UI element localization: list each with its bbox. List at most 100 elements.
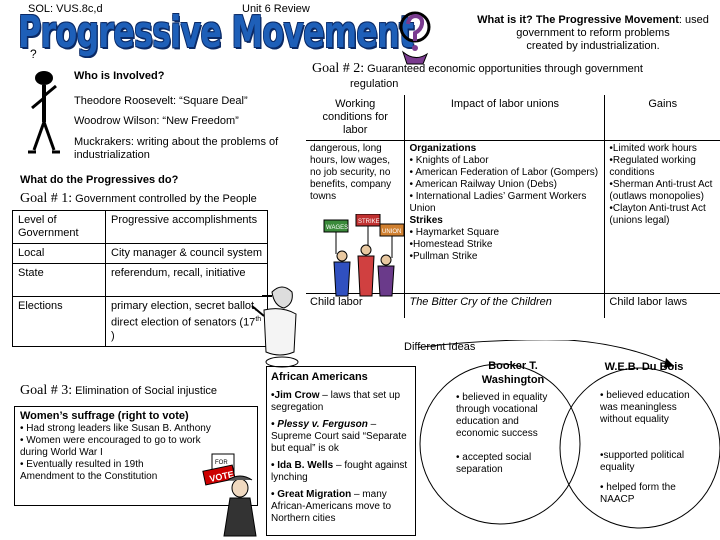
dubois-item-3: • helped form the NAACP — [600, 482, 676, 505]
washington-item-2: • accepted social separation — [456, 452, 532, 475]
african-americans-title: African Americans — [271, 371, 368, 383]
strike-sign-text: WAGES — [326, 225, 348, 231]
svg-text:FOR: FOR — [215, 460, 228, 466]
list-item: • American Railway Union (Debs) — [409, 179, 557, 190]
goal-1-text: Government controlled by the People — [72, 193, 257, 205]
muckrakers-line-2: industrialization — [74, 149, 150, 161]
strike-sign-text: STRIKE — [358, 219, 380, 225]
washington-name: Booker T. Washington — [481, 360, 545, 386]
thinking-stick-figure-icon: ? — [28, 47, 60, 154]
african-americans-box: African Americans •Jim Crow – laws that … — [266, 366, 416, 536]
what-is-it-label: What is it? The Progressive Movement — [477, 14, 679, 26]
strikes-list: • Haymarket Square •Homestead Strike •Pu… — [409, 227, 600, 263]
labor-conditions-text: dangerous, long hours, low wages, no job… — [310, 143, 392, 202]
goal-2-text-2: regulation — [350, 78, 399, 90]
muckrakers-line-1: Muckrakers: writing about the problems o… — [74, 136, 279, 148]
goal-2-line: Goal # 2: Guaranteed economic opportunit… — [312, 61, 643, 77]
goal-2-prefix: Goal # 2: — [312, 61, 365, 76]
government-table: Level of Government Progressive accompli… — [12, 210, 268, 347]
table-header-level: Level of Government — [12, 210, 106, 244]
labor-header-conditions: Working conditions for labor — [306, 95, 405, 141]
table-row: Elections primary election, secret ballo… — [12, 296, 268, 347]
strikers-illustration-icon: WAGES STRIKE UNION — [323, 214, 405, 297]
table-cell: primary election, secret ballot, direct … — [105, 296, 268, 347]
table-row: Level of Government Progressive accompli… — [12, 210, 268, 244]
list-item: • Haymarket Square — [409, 227, 500, 238]
table-row: Local City manager & council system — [12, 243, 268, 264]
what-is-it-text-1: : used government to reform problems — [516, 14, 709, 39]
different-ideas-label: Different Ideas — [404, 341, 476, 353]
suffrage-item: • Had strong leaders like Susan B. Antho… — [20, 423, 211, 434]
labor-unions-cell: Organizations • Knights of Labor • Ameri… — [404, 140, 606, 294]
goal-3-prefix: Goal # 3: — [20, 383, 73, 398]
suffragette-illustration-icon: FOR VOTE — [202, 453, 257, 537]
gains-list: •Limited work hours •Regulated working c… — [609, 143, 716, 227]
dubois-item-2: •supported political equality — [600, 450, 685, 473]
list-item: •Homestead Strike — [409, 239, 493, 250]
list-item: • Ida B. Wells – fought against lynching — [271, 460, 408, 483]
list-item: •Sherman Anti-trust Act (outlaws monopol… — [609, 179, 713, 202]
what-is-it-text-2: created by industrialization. — [526, 40, 660, 52]
organizations-title: Organizations — [409, 143, 477, 154]
page-title: Progressive Movement — [18, 7, 414, 58]
list-item: •Regulated working conditions — [609, 155, 696, 178]
elections-accomplishment: primary election, secret ballot, direct … — [111, 300, 258, 329]
list-item: • Knights of Labor — [409, 155, 489, 166]
list-item: • American Federation of Labor (Gompers) — [409, 167, 599, 178]
dubois-item-1: • believed education was meaningless wit… — [600, 390, 690, 425]
who-is-involved-label: Who is Involved? — [74, 70, 165, 82]
washington-item-1: • believed in equality through vocationa… — [456, 392, 548, 439]
venn-diagram — [418, 340, 720, 529]
goal-3-text: Elimination of Social injustice — [72, 385, 218, 397]
dubois-name: W.E.B. Du Bois — [604, 361, 684, 373]
list-item: •Pullman Strike — [409, 251, 478, 262]
list-item: •Clayton Anti-trust Act (unions legal) — [609, 203, 706, 226]
table-cell: referendum, recall, initiative — [105, 263, 268, 297]
list-item: •Jim Crow – laws that set up segregation — [271, 390, 401, 413]
sol-label: SOL: VUS.8c,d — [28, 3, 103, 15]
labor-table: Working conditions for labor Impact of l… — [306, 95, 720, 318]
labor-gains-cell: •Limited work hours •Regulated working c… — [605, 141, 720, 294]
table-row: dangerous, long hours, low wages, no job… — [306, 140, 720, 294]
question-mark-icon — [399, 11, 431, 65]
table-header-accomplishments: Progressive accomplishments — [105, 210, 268, 244]
suffrage-item: during World War I — [20, 447, 103, 458]
goal-2-text: Guaranteed economic opportunities throug… — [364, 63, 643, 75]
table-cell: Elections — [12, 296, 106, 347]
table-row: Child labor The Bitter Cry of the Childr… — [306, 293, 720, 318]
venn-arc-arrow — [418, 340, 675, 367]
svg-text:?: ? — [30, 47, 37, 61]
arrow-head-icon — [664, 358, 674, 368]
strike-sign-text: UNION — [382, 229, 401, 235]
womens-suffrage-box: Women’s suffrage (right to vote) • Had s… — [14, 406, 258, 506]
speaker-illustration-icon — [251, 286, 299, 368]
suffrage-item: • Eventually resulted in 19th — [20, 459, 144, 470]
person-wilson: Woodrow Wilson: “New Freedom” — [74, 115, 239, 127]
labor-header-gains: Gains — [604, 95, 720, 141]
what-do-progressives-do-label: What do the Progressives do? — [20, 174, 179, 186]
strikes-title: Strikes — [409, 215, 443, 226]
list-item: • Great Migration – many African-America… — [271, 489, 392, 524]
elections-close: ) — [111, 329, 115, 342]
person-roosevelt: Theodore Roosevelt: “Square Deal” — [74, 95, 248, 107]
list-item: • International Ladies’ Garment Workers … — [409, 191, 587, 214]
labor-header-unions: Impact of labor unions — [404, 95, 606, 141]
unit-label: Unit 6 Review — [242, 3, 310, 15]
superscript-th: th — [255, 316, 262, 323]
goal-3-line: Goal # 3: Elimination of Social injustic… — [20, 383, 217, 399]
child-labor-cell: Child labor — [306, 293, 405, 318]
list-item: •Limited work hours — [609, 143, 697, 154]
table-row: Working conditions for labor Impact of l… — [306, 95, 720, 141]
what-is-it-block: What is it? The Progressive Movement: us… — [470, 14, 716, 53]
organizations-list: • Knights of Labor • American Federation… — [409, 155, 600, 215]
list-item: • Plessy v. Ferguson – Supreme Court sai… — [271, 419, 407, 454]
suffrage-item: • Women were encouraged to go to work — [20, 435, 201, 446]
bitter-cry-cell: The Bitter Cry of the Children — [404, 293, 606, 318]
table-cell: City manager & council system — [105, 243, 268, 264]
goal-1-line: Goal # 1: Government controlled by the P… — [20, 191, 257, 207]
suffrage-title: Women’s suffrage (right to vote) — [20, 410, 189, 422]
labor-conditions-cell: dangerous, long hours, low wages, no job… — [306, 141, 405, 294]
goal-1-prefix: Goal # 1: — [20, 191, 73, 206]
table-cell: Local — [12, 243, 106, 264]
child-labor-laws-cell: Child labor laws — [604, 293, 720, 318]
